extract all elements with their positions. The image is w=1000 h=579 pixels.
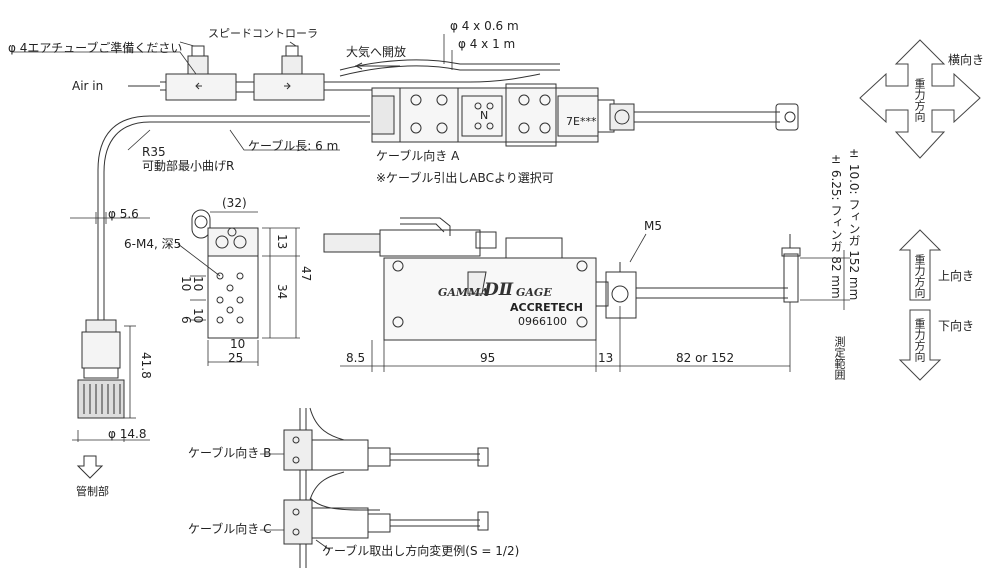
cable-view-b — [283, 407, 489, 501]
gravity-label-1: 重力方向 — [913, 78, 926, 122]
dim-25: 25 — [228, 351, 244, 365]
m4-label: 6-M4, 深5 — [124, 237, 182, 251]
shita-label: 下向き — [938, 319, 975, 333]
dim-10a: 10 — [179, 276, 193, 292]
dim-95: 95 — [480, 351, 496, 365]
dim-47: 47 — [299, 266, 313, 282]
dim-10c: 10 — [191, 308, 205, 324]
cable-b-label: ケーブル向き B — [188, 446, 272, 460]
air-in-label: Air in — [72, 79, 104, 93]
dim-6: 6 — [179, 316, 193, 324]
cable-c-label: ケーブル向き C — [188, 522, 272, 536]
logo-gamma: GAMMA — [438, 286, 489, 299]
dim-41-8: 41.8 — [139, 352, 153, 379]
gravity-label-2: 重力方向 — [913, 254, 926, 298]
min-bend-label: 可動部最小曲げR — [142, 159, 235, 173]
dim-82-152: 82 or 152 — [676, 351, 735, 365]
control-arrow — [76, 455, 104, 479]
speed-controller-label: スピードコントローラ — [208, 27, 318, 40]
horizontal-direction-arrow — [859, 39, 981, 159]
cable-select-label: ※ケーブル引出しABCより選択可 — [376, 171, 554, 185]
cable-change-label: ケーブル取出し方向変更例(S = 1/2) — [322, 544, 520, 558]
cable-connector — [77, 319, 125, 419]
side-view-dimensions — [340, 233, 850, 372]
serial-number: 0966100 — [518, 315, 567, 328]
ue-label: 上向き — [938, 269, 975, 283]
end-view — [191, 209, 259, 339]
up-direction-arrow — [898, 229, 942, 301]
logo-gage: GAGE — [516, 286, 552, 299]
gravity-label-3: 重力方向 — [913, 318, 926, 362]
m5-label: M5 — [644, 219, 662, 233]
dim-13b: 13 — [598, 351, 614, 365]
air-tubes — [339, 59, 560, 83]
cable — [97, 115, 370, 320]
gauge-side-view — [323, 217, 801, 341]
end-view-dimensions — [177, 211, 300, 366]
r35-label: R35 — [142, 145, 166, 159]
measure-range-label: 測定範囲 — [833, 336, 846, 380]
dim-32: (32) — [222, 196, 247, 210]
dim-10d: 10 — [230, 337, 246, 351]
air-open-label: 大気へ開放 — [346, 45, 407, 59]
cable-length-label: ケーブル長: 6 m — [248, 139, 339, 153]
dim-13: 13 — [275, 234, 289, 250]
top-n-marking: N — [480, 109, 489, 122]
cable-a-label: ケーブル向き A — [376, 149, 460, 163]
gauge-top-view — [371, 83, 799, 147]
dim-10b: 10 — [191, 276, 205, 292]
cable-view-c — [283, 490, 489, 568]
dim-34: 34 — [275, 284, 289, 300]
down-direction-arrow — [898, 309, 942, 381]
speed-controller-assembly — [128, 45, 372, 101]
finger-152-label: ± 10.0: フィンガ 152 mm — [847, 146, 861, 301]
tube-06-label: φ 4 x 0.6 m — [450, 19, 519, 33]
top-marking: 7E*** — [566, 115, 597, 128]
yoko-label: 横向き — [948, 53, 985, 67]
phi56-label: φ 5.6 — [108, 207, 139, 221]
finger-82-label: ± 6.25: フィンガ 82 mm — [829, 152, 843, 299]
dim-8-5: 8.5 — [346, 351, 366, 365]
control-label: 管制部 — [76, 485, 109, 498]
logo-d2: DⅡ — [484, 280, 514, 300]
phi148-label: φ 14.8 — [108, 427, 147, 441]
tube-1-label: φ 4 x 1 m — [458, 37, 516, 51]
logo-maker: ACCRETECH — [510, 301, 583, 314]
tube-note: φ 4エアチューブご準備ください — [8, 41, 183, 55]
